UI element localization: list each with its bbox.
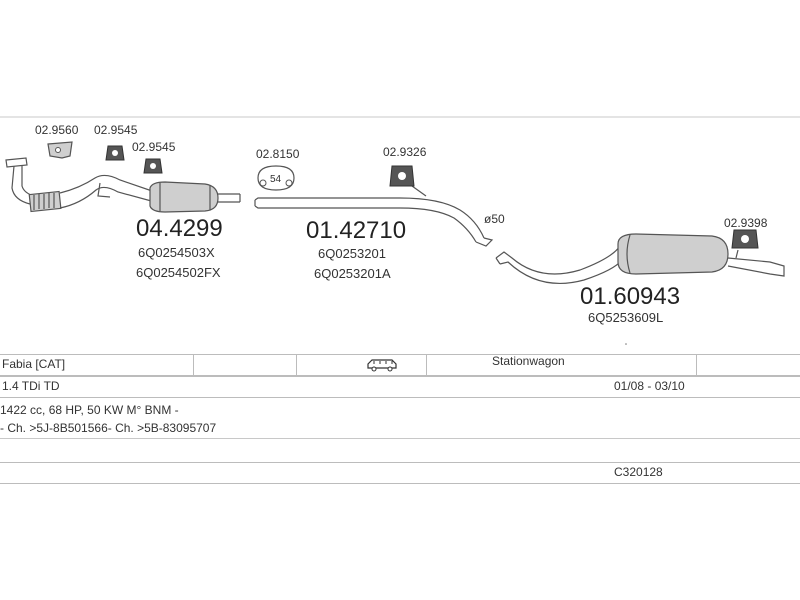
flex-section xyxy=(28,190,62,213)
rear-muffler-endcap xyxy=(626,234,631,274)
middle-pipe-number: 01.42710 xyxy=(306,217,406,244)
rubber-hanger-9398[interactable] xyxy=(731,229,759,249)
pipe-diameter-label: ø50 xyxy=(484,212,505,226)
vehicle-chassis: - Ch. >5J-8B501566- Ch. >5B-83095707 xyxy=(0,421,217,435)
row-divider xyxy=(0,438,800,439)
gasket-hole-right xyxy=(285,179,293,187)
rubber-mount-2-hole xyxy=(150,163,156,169)
rubber-hanger-9326-label: 02.9326 xyxy=(383,145,427,159)
front-pipe-bottom xyxy=(59,186,156,209)
vehicle-years: 01/08 - 03/10 xyxy=(614,379,685,393)
row-model: Fabia [CAT] Stationwagon xyxy=(0,354,800,376)
rear-muffler-oem: 6Q5253609L xyxy=(588,310,663,325)
gasket-label: 02.8150 xyxy=(256,147,300,161)
rear-muffler-assembly[interactable] xyxy=(495,233,785,285)
station-wagon-icon xyxy=(367,359,397,372)
front-bend-outer xyxy=(11,165,31,205)
gasket-hole-left xyxy=(259,179,267,187)
flex-ribs xyxy=(33,193,55,210)
row-engine: 1.4 TDi TD 01/08 - 03/10 xyxy=(0,376,800,398)
rubber-hanger-9326[interactable] xyxy=(389,165,415,187)
rear-pipe-inlet xyxy=(495,257,501,265)
front-pipe-assembly[interactable] xyxy=(5,157,241,213)
divider xyxy=(193,355,194,375)
rubber-mount-1-label: 02.9545 xyxy=(94,123,138,137)
front-pipe-number: 04.4299 xyxy=(136,215,223,242)
rear-pipe-top xyxy=(495,245,621,275)
rubber-hanger-9398-label: 02.9398 xyxy=(724,216,768,230)
front-flange xyxy=(5,157,28,168)
gasket-ring xyxy=(257,165,295,191)
bracket-9560-label: 02.9560 xyxy=(35,123,79,137)
vehicle-body: Stationwagon xyxy=(492,354,565,368)
gasket-size-label: 54 xyxy=(270,174,282,185)
divider xyxy=(696,355,697,375)
rear-muffler-number: 01.60943 xyxy=(580,283,680,310)
cat-seams xyxy=(159,183,211,211)
rubber-hanger-9398-hole xyxy=(741,235,749,243)
rear-hanger-rod xyxy=(735,249,739,259)
middle-pipe-oem-2: 6Q0253201A xyxy=(314,266,391,281)
rubber-hanger-9326-hole xyxy=(398,172,406,180)
divider xyxy=(426,355,427,375)
front-pipe-oem-1: 6Q0254503X xyxy=(138,245,215,260)
middle-hanger-rod xyxy=(411,185,427,197)
front-pipe-oem-2: 6Q0254502FX xyxy=(136,265,221,280)
rubber-mount-2[interactable] xyxy=(143,158,163,174)
bracket-9560-hole xyxy=(55,147,61,153)
front-bend-inner xyxy=(21,166,35,197)
front-pipe-top xyxy=(59,174,156,194)
pipe-bracket xyxy=(97,182,111,198)
rubber-mount-2-label: 02.9545 xyxy=(132,140,176,154)
stray-dot xyxy=(625,343,627,345)
middle-pipe-outlet xyxy=(475,237,494,247)
vehicle-engine: 1.4 TDi TD xyxy=(2,379,60,393)
middle-pipe-top xyxy=(254,197,485,239)
tail-pipe xyxy=(727,257,785,277)
rear-muffler-body xyxy=(617,233,729,275)
vehicle-code: C320128 xyxy=(614,465,663,479)
row-code: C320128 xyxy=(0,462,800,484)
bracket-9560[interactable] xyxy=(47,141,73,159)
rubber-mount-1-hole xyxy=(112,150,118,156)
rubber-mount-1[interactable] xyxy=(105,145,125,161)
rear-pipe-bottom xyxy=(499,259,623,285)
middle-pipe-bottom xyxy=(254,205,477,243)
vehicle-model: Fabia [CAT] xyxy=(2,357,66,371)
gasket-8150[interactable]: 54 xyxy=(257,165,295,191)
middle-pipe[interactable] xyxy=(254,185,494,247)
divider xyxy=(296,355,297,375)
cat-outlet xyxy=(218,193,241,203)
catalytic-converter xyxy=(149,181,219,213)
middle-pipe-oem-1: 6Q0253201 xyxy=(318,246,386,261)
vehicle-specs: 1422 cc, 68 HP, 50 KW M° BNM - xyxy=(0,403,179,417)
